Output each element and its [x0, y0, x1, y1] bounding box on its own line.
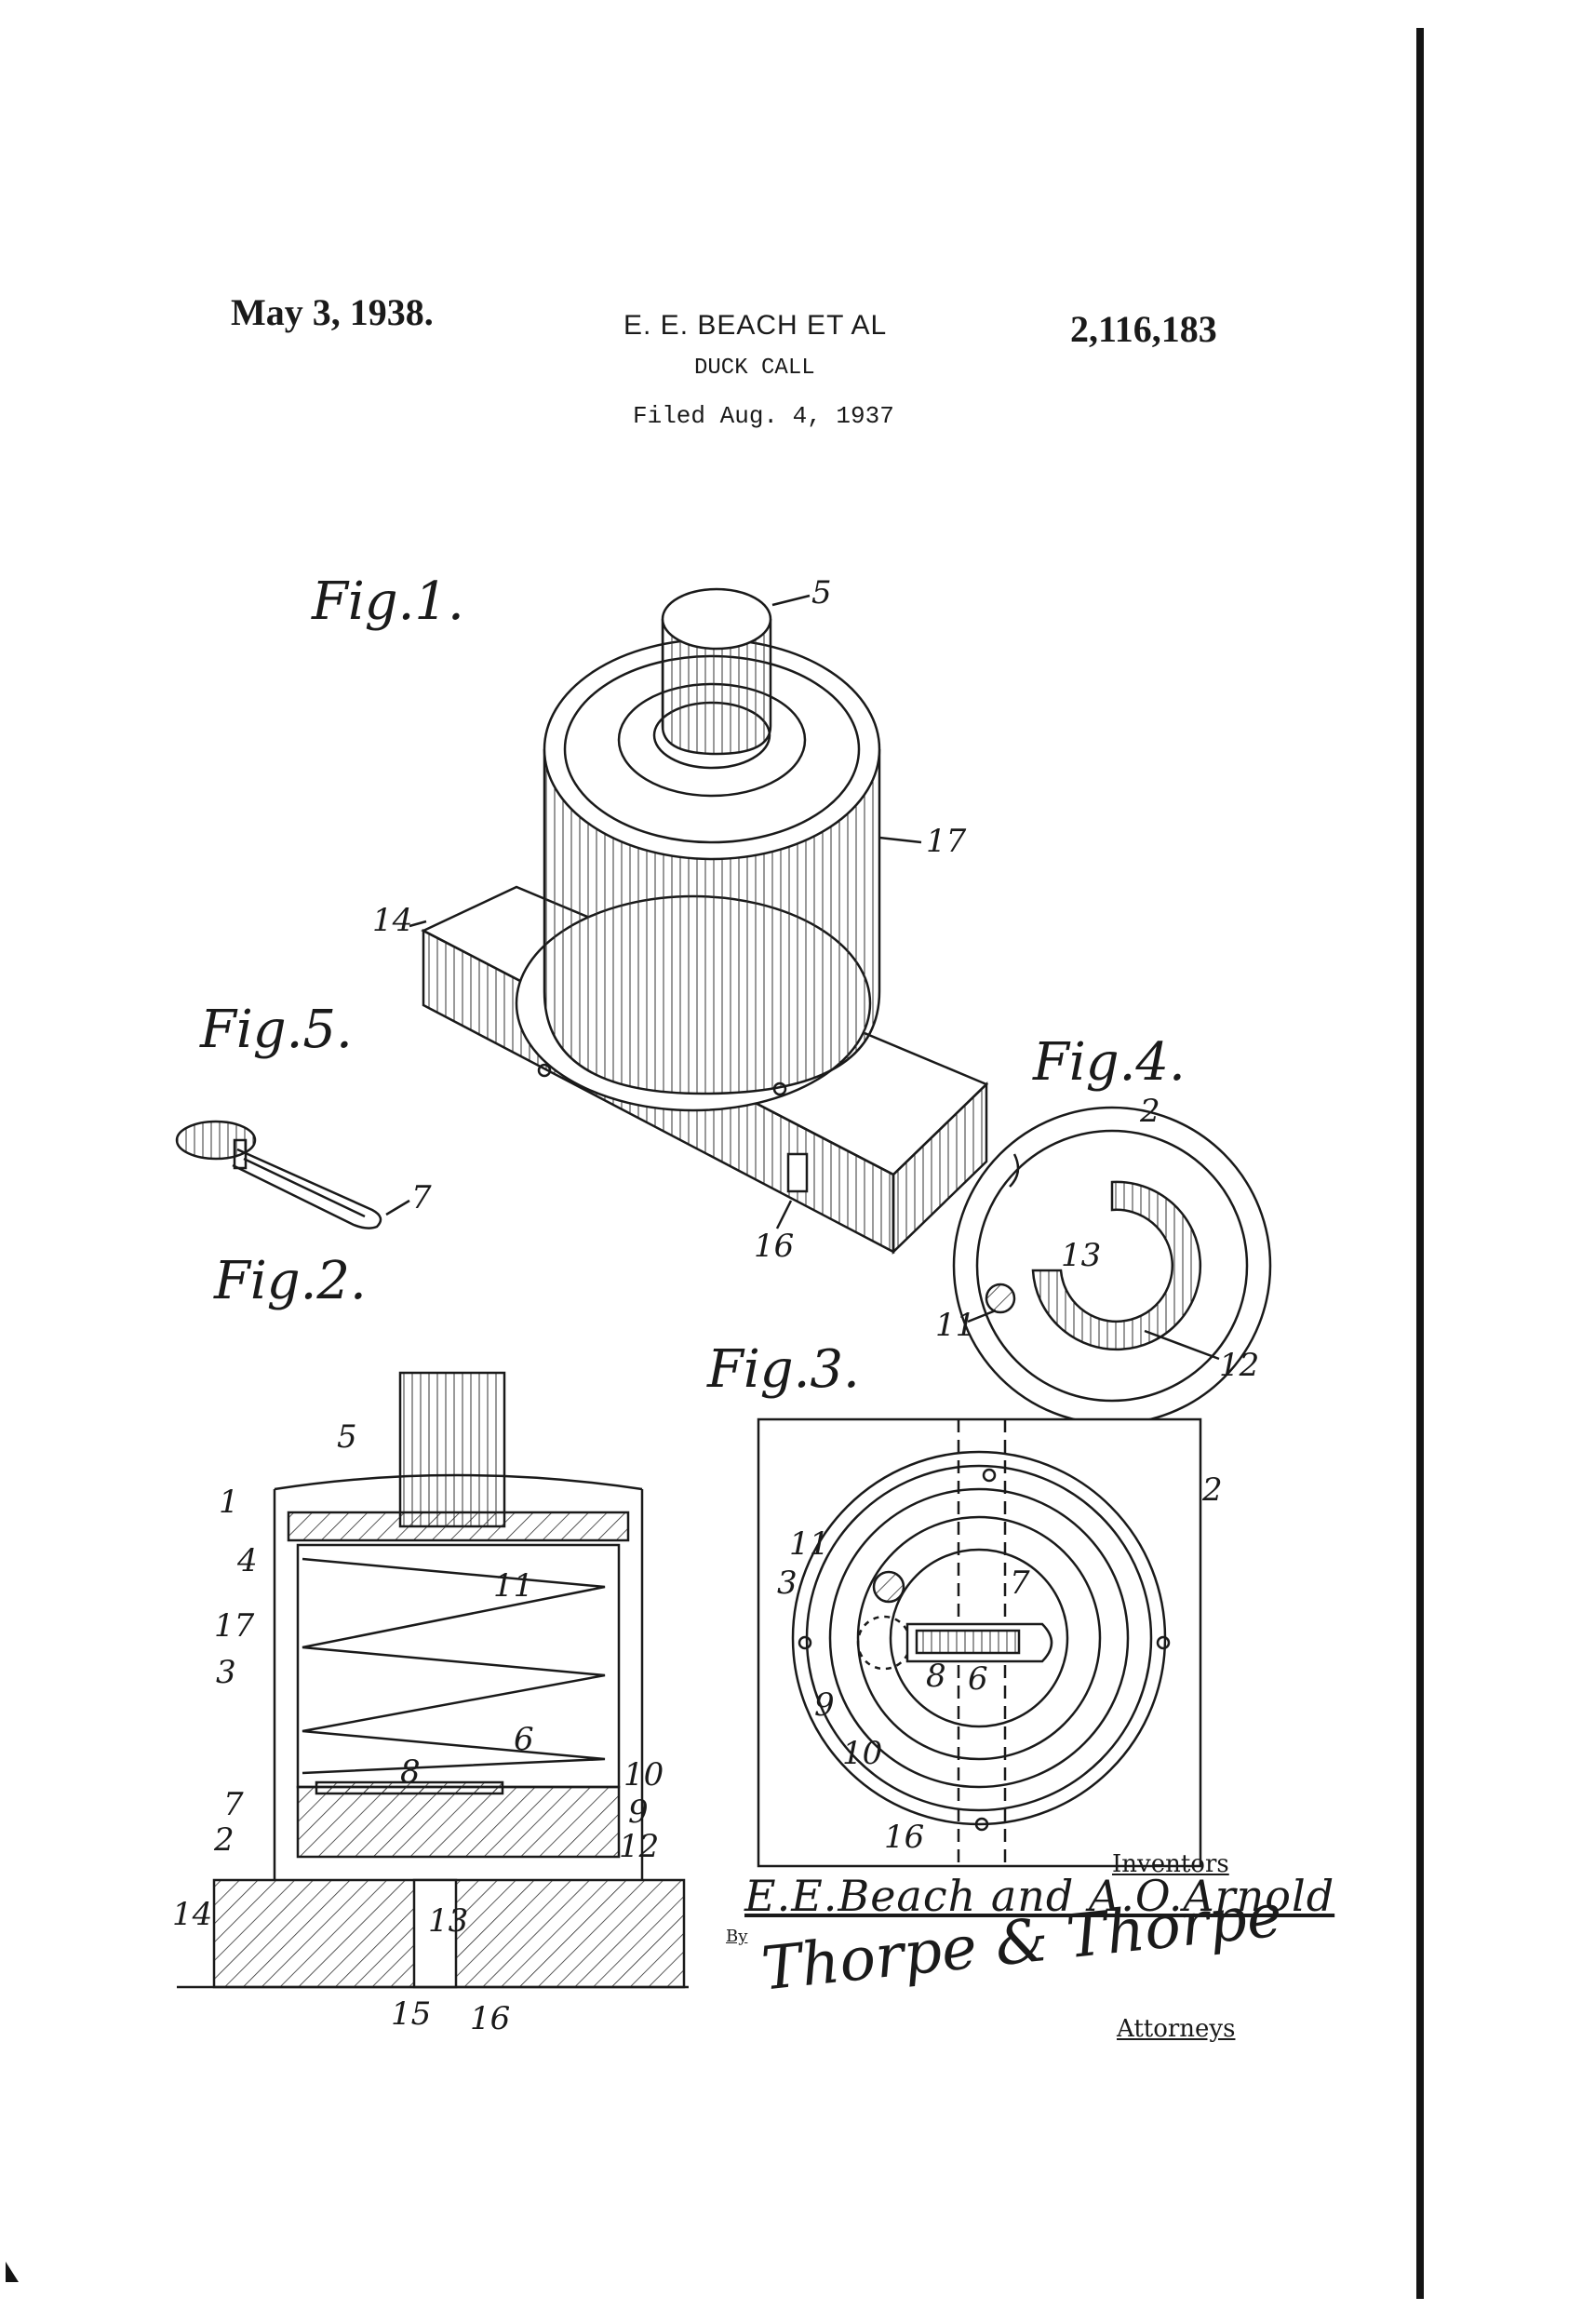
- fig1-ref-16: 16: [754, 1228, 794, 1265]
- fig1-ref-5: 5: [811, 574, 832, 611]
- patent-date: May 3, 1938.: [231, 291, 434, 333]
- fig2-ref-8: 8: [400, 1753, 421, 1791]
- page-border-line: [1416, 28, 1424, 2299]
- fig3-drawing: [757, 1417, 1202, 1868]
- fig4-label: Fig.4.: [1032, 1032, 1186, 1093]
- fig1-ref-14: 14: [372, 902, 412, 939]
- fig3-ref-16: 16: [884, 1819, 924, 1856]
- fig2-label: Fig.2.: [213, 1251, 367, 1311]
- fig4-ref-11: 11: [935, 1307, 975, 1344]
- fig1-label: Fig.1.: [311, 571, 464, 632]
- by-label: By: [726, 1927, 748, 1946]
- inventors-label: Inventors: [1112, 1850, 1229, 1878]
- fig2-ref-5: 5: [337, 1418, 357, 1456]
- fig2-ref-3: 3: [216, 1654, 236, 1691]
- fig4-ref-12: 12: [1219, 1347, 1259, 1384]
- fig2-ref-13: 13: [428, 1902, 468, 1940]
- fig5-ref-7: 7: [411, 1179, 432, 1216]
- inventor-name: E. E. BEACH ET AL: [623, 310, 888, 341]
- fig1-ref-17: 17: [926, 823, 967, 860]
- fig4-ref-13: 13: [1061, 1237, 1101, 1274]
- fig2-ref-7: 7: [223, 1786, 244, 1823]
- fig5-drawing: [175, 1120, 410, 1229]
- fig3-ref-6: 6: [968, 1660, 988, 1698]
- fig2-ref-10: 10: [623, 1756, 664, 1793]
- attorneys-label: Attorneys: [1117, 2015, 1236, 2043]
- patent-number: 2,116,183: [1070, 308, 1217, 350]
- fig2-ref-9: 9: [628, 1793, 649, 1831]
- fig2-ref-11: 11: [493, 1567, 533, 1605]
- filing-date: Filed Aug. 4, 1937: [633, 402, 894, 430]
- fig2-ref-16: 16: [470, 2000, 510, 2037]
- fig3-ref-3: 3: [777, 1565, 798, 1602]
- fig3-ref-8: 8: [926, 1658, 946, 1695]
- fig3-label: Fig.3.: [706, 1339, 860, 1400]
- fig5-label: Fig.5.: [199, 1000, 353, 1060]
- fig3-ref-2: 2: [1201, 1471, 1223, 1509]
- fig3-ref-11: 11: [789, 1525, 829, 1563]
- fig4-drawing: [952, 1106, 1272, 1426]
- fig2-ref-12: 12: [619, 1828, 659, 1865]
- fig2-ref-6: 6: [514, 1721, 534, 1758]
- fig2-ref-2: 2: [213, 1821, 235, 1859]
- fig3-ref-10: 10: [842, 1735, 882, 1772]
- inventor-signatures: E.E.Beach and A.O.Arnold: [744, 1871, 1335, 1921]
- fig2-ref-1: 1: [219, 1484, 239, 1521]
- fig3-ref-7: 7: [1010, 1565, 1030, 1602]
- fig2-ref-17: 17: [214, 1607, 255, 1645]
- fig2-ref-14: 14: [172, 1896, 212, 1933]
- fig1-drawing: [409, 587, 989, 1255]
- fig3-ref-9: 9: [814, 1686, 835, 1724]
- patent-title: DUCK CALL: [694, 356, 815, 381]
- fig4-ref-2: 2: [1139, 1093, 1160, 1130]
- fig2-drawing: [177, 1371, 689, 1989]
- fig2-ref-4: 4: [236, 1542, 258, 1579]
- fig2-ref-15: 15: [391, 1995, 431, 2033]
- corner-mark: [6, 2262, 19, 2282]
